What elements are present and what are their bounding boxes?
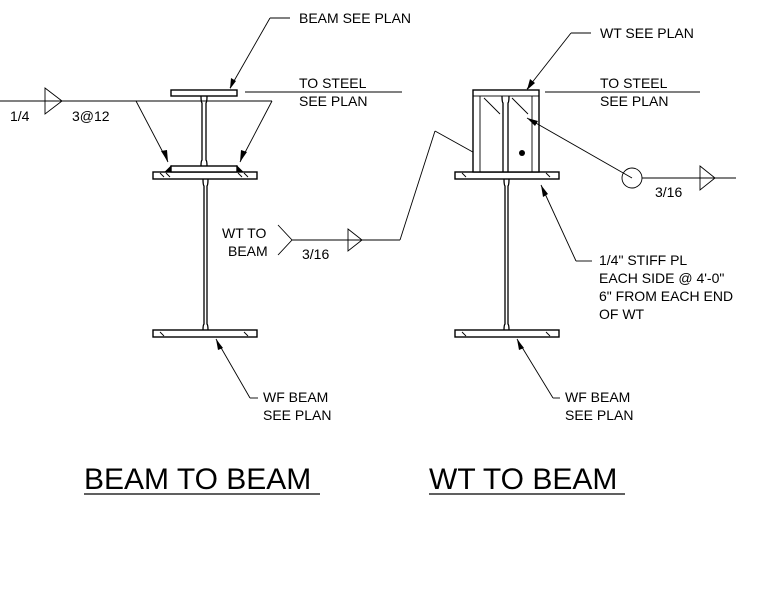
wf-beam-label-left-1: WF BEAM — [263, 389, 328, 405]
wf-beam-label-right-1: WF BEAM — [565, 389, 630, 405]
stiff-note-line-2: EACH SIDE @ 4'-0" — [599, 270, 724, 286]
weld-pitch-label-left: 3@12 — [72, 108, 110, 124]
stiff-weld-size-label: 3/16 — [655, 184, 682, 200]
wt-leader-right — [526, 32, 591, 90]
wt-to-beam-detail: WT SEE PLAN TO STEEL SEE PLAN 3/16 1/4" … — [429, 25, 736, 496]
fillet-welds-left — [159, 165, 249, 337]
beam-to-beam-title: BEAM TO BEAM — [84, 463, 311, 496]
to-steel-label-right-1: TO STEEL — [600, 75, 668, 91]
wt-section — [472, 89, 540, 173]
wt-to-beam-title: WT TO BEAM — [429, 463, 617, 496]
weld-size-label-left: 1/4 — [10, 108, 30, 124]
upper-beam-left — [170, 89, 238, 173]
to-steel-label-right-2: SEE PLAN — [600, 93, 668, 109]
to-steel-label-left-1: TO STEEL — [299, 75, 367, 91]
wt-to-beam-label-2: BEAM — [228, 243, 268, 259]
weld-symbol-left — [0, 87, 273, 163]
stiffener-plate-dot — [519, 150, 525, 156]
wt-see-plan-label: WT SEE PLAN — [600, 25, 694, 41]
wf-beam-label-left-2: SEE PLAN — [263, 407, 331, 423]
to-steel-label-left-2: SEE PLAN — [299, 93, 367, 109]
stiff-weld-symbol — [526, 117, 736, 191]
beam-see-plan-label: BEAM SEE PLAN — [299, 10, 411, 26]
wf-beam-label-right-2: SEE PLAN — [565, 407, 633, 423]
beam-to-beam-detail: BEAM SEE PLAN TO STEEL SEE PLAN 1/4 3@12… — [0, 10, 499, 496]
stiff-note-line-4: OF WT — [599, 306, 645, 322]
stiff-note-line-3: 6" FROM EACH END — [599, 288, 733, 304]
stiff-note-line-1: 1/4" STIFF PL — [599, 252, 687, 268]
lower-wf-beam-right — [454, 171, 560, 338]
beam-leader-left — [229, 17, 290, 89]
wt-weld-leader — [277, 130, 499, 256]
wt-weld-size-label: 3/16 — [302, 246, 329, 262]
wf-leader-right — [516, 338, 560, 399]
wt-to-beam-label-1: WT TO — [222, 225, 266, 241]
wf-leader-left — [215, 338, 258, 399]
stiff-note-leader — [540, 184, 592, 262]
